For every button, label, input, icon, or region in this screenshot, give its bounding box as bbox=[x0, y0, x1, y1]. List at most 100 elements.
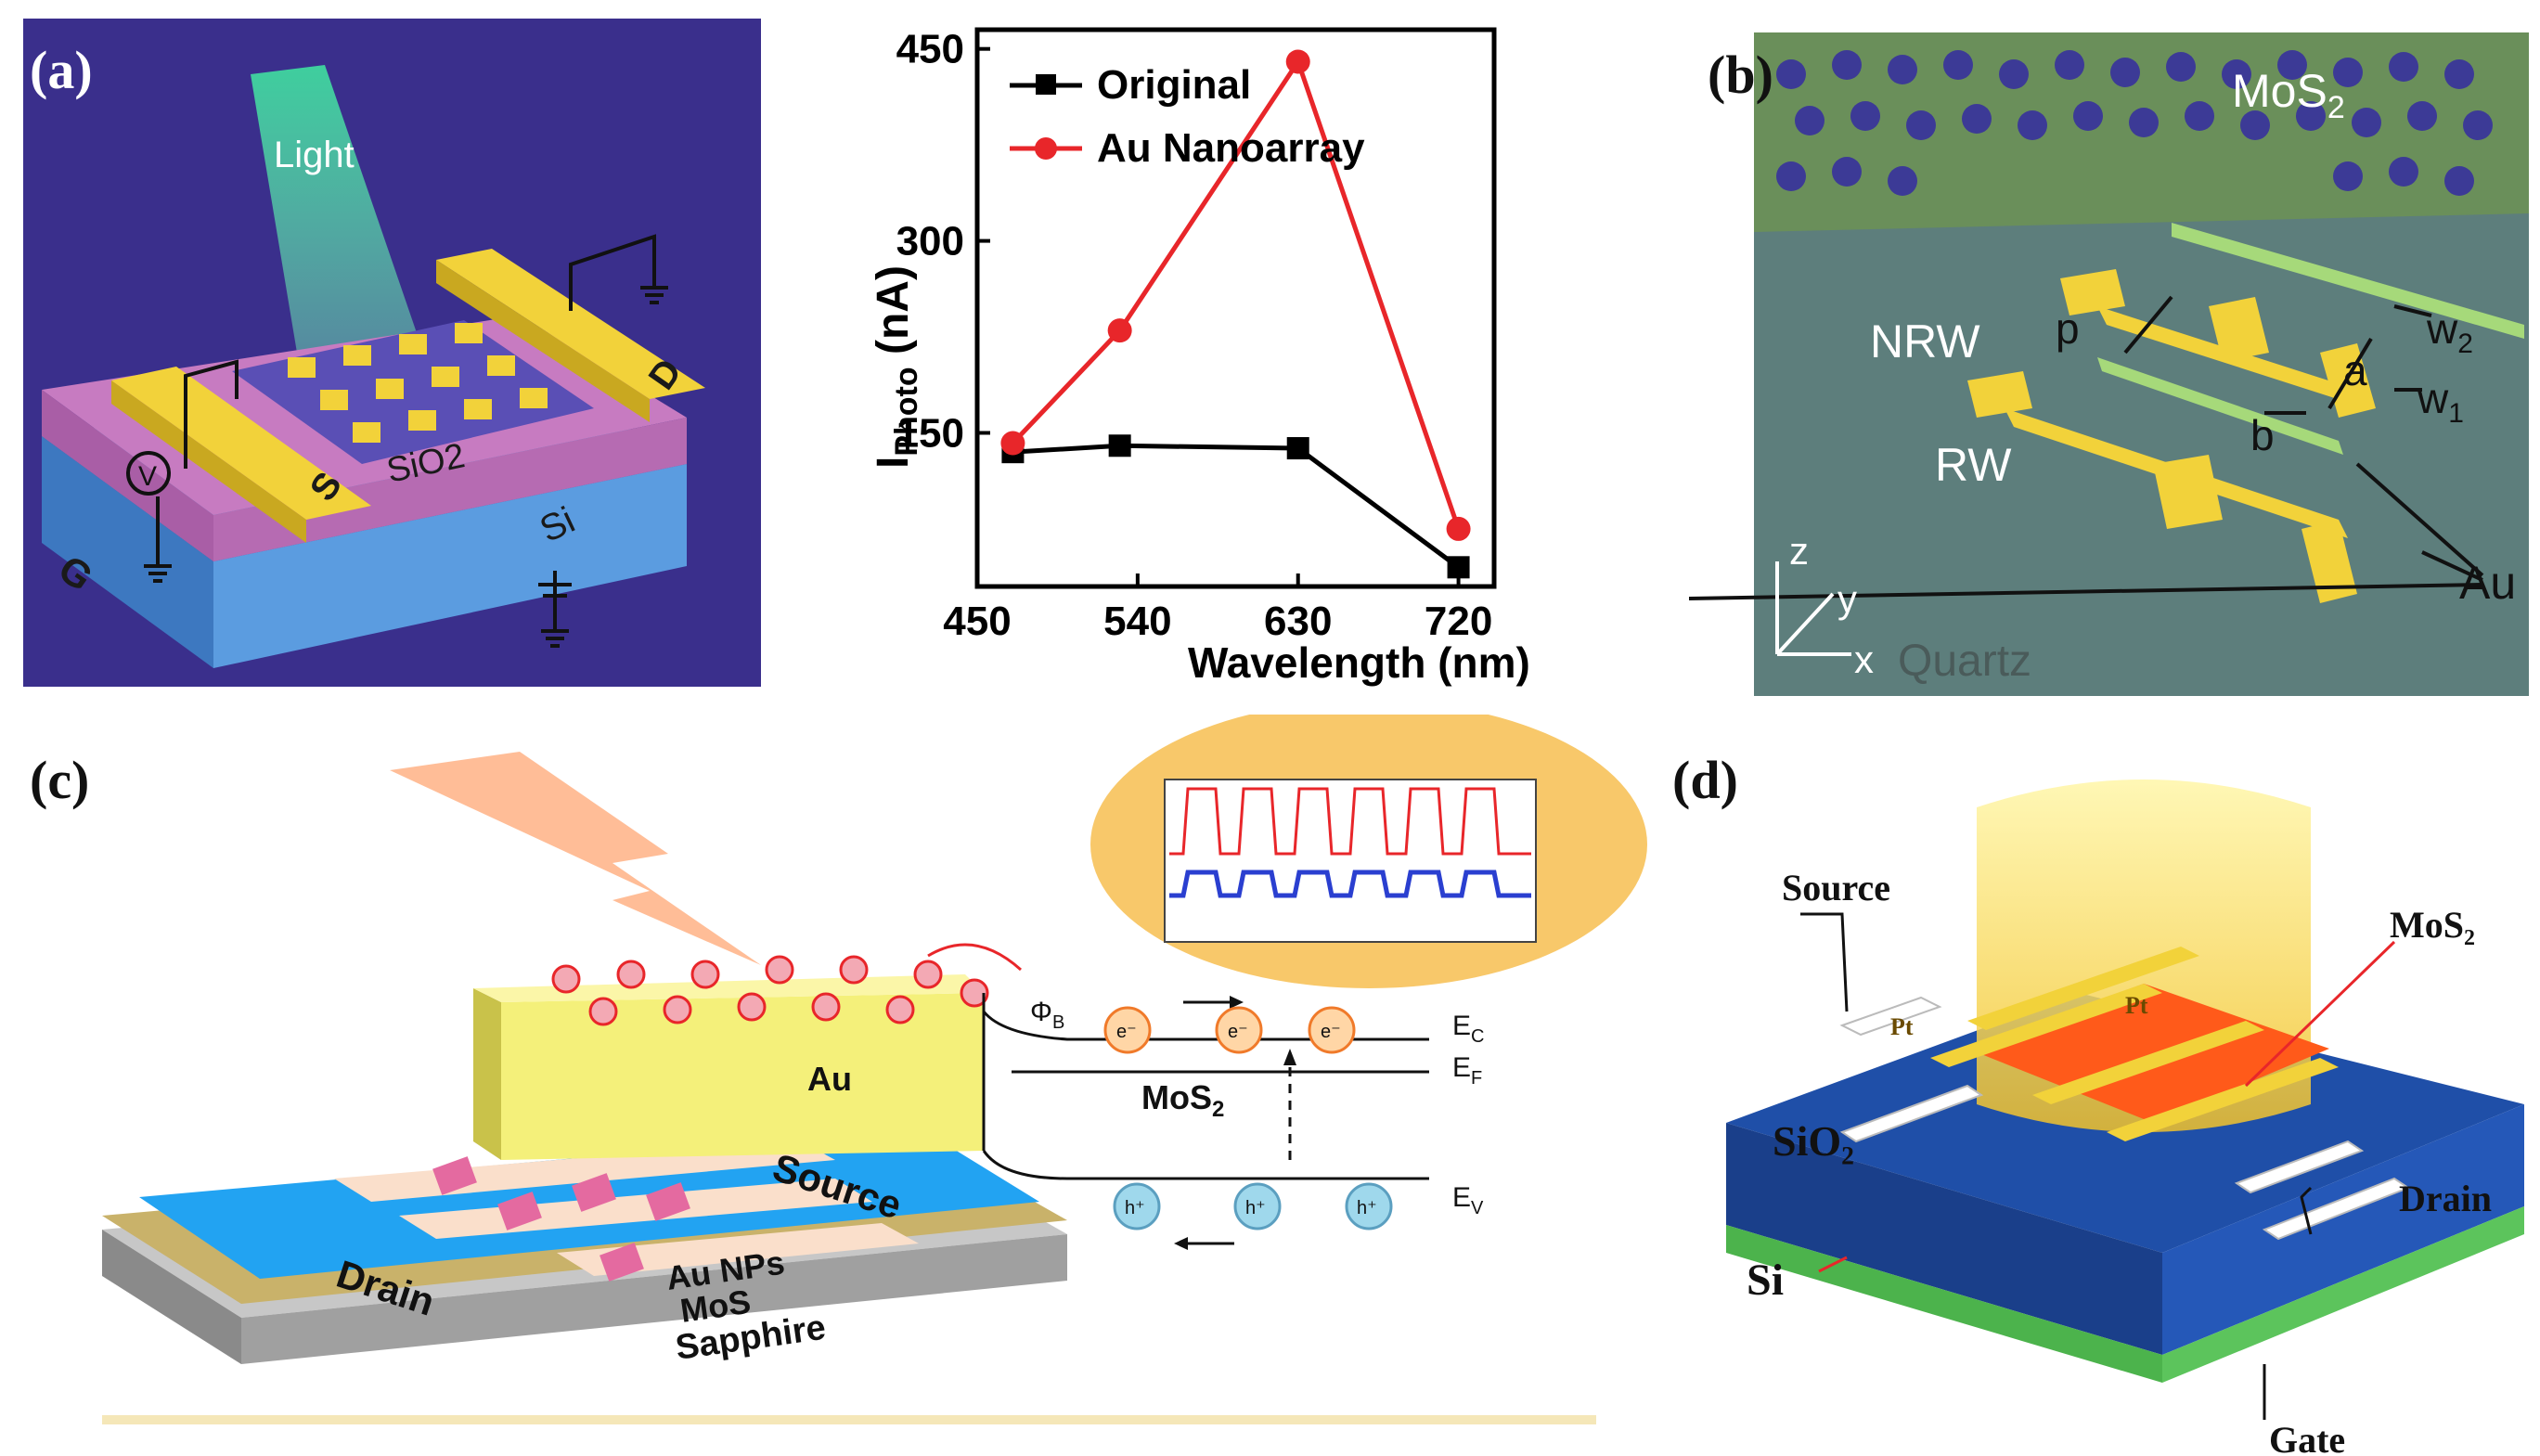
svg-text:e⁻: e⁻ bbox=[1228, 1022, 1248, 1042]
dim-w1-label: w1 bbox=[2417, 374, 2464, 429]
series-line-0 bbox=[1012, 443, 1461, 570]
svg-text:e⁻: e⁻ bbox=[1116, 1022, 1137, 1042]
panel-d: (d) Pt Pt Source MoS₂ SiO₂ Drain Si Ga bbox=[1672, 750, 2524, 1456]
chart-plot-frame bbox=[974, 27, 1497, 589]
svg-text:h⁺: h⁺ bbox=[1357, 1198, 1377, 1218]
mos2-label-b: MoS2 bbox=[2232, 65, 2345, 125]
chart-legend: Original Au Nanoarray bbox=[1010, 62, 1365, 171]
light-label: Light bbox=[274, 135, 355, 175]
axis-y-label: y bbox=[1837, 577, 1857, 621]
chart-xlabel: Wavelength (nm) bbox=[1188, 638, 1530, 687]
data-point-1-1 bbox=[1107, 318, 1132, 343]
sio2-left bbox=[1726, 1123, 2162, 1355]
drain-electrode bbox=[436, 249, 705, 399]
lightning-icon bbox=[390, 752, 761, 965]
y-tick-label: 450 bbox=[896, 27, 964, 72]
inset-plot bbox=[1164, 779, 1537, 943]
photocurrent-chart: 450 540 630 720 150 300 450 Original Au Nanoar… bbox=[869, 27, 1530, 687]
panel-c-baseline bbox=[102, 1415, 1596, 1424]
sio2-layer-front bbox=[213, 418, 687, 561]
legend-marker-original bbox=[1036, 74, 1056, 95]
quartz-label: Quartz bbox=[1898, 637, 2031, 686]
rw-label: RW bbox=[1935, 439, 2012, 491]
x-tick-label: 720 bbox=[1425, 599, 1492, 644]
panel-c: (c) Drain Source Au NPs MoS Sapphire Au bbox=[30, 715, 1647, 1424]
svg-text:h⁺: h⁺ bbox=[1125, 1198, 1145, 1218]
mos2-lattice bbox=[1776, 50, 2493, 196]
axis-x-label: x bbox=[1854, 638, 1874, 681]
green-nanowire bbox=[2097, 357, 2343, 455]
callout-lines bbox=[1800, 912, 2396, 1420]
pt-label-2: Pt bbox=[2125, 992, 2148, 1019]
band-diagram bbox=[927, 943, 1429, 1245]
contact-bars bbox=[1839, 996, 2411, 1241]
gold-nanoarray bbox=[288, 323, 548, 443]
ev-label: EV bbox=[1452, 1182, 1484, 1218]
mos2-label-d: MoS₂ bbox=[2390, 904, 2475, 946]
mos2-band-label: MoS2 bbox=[1141, 1078, 1224, 1122]
panel-a: (a) Light S D SiO2 Si G bbox=[23, 19, 761, 687]
data-point-0-3 bbox=[1447, 556, 1470, 579]
axis-z-label: z bbox=[1789, 529, 1809, 573]
data-point-1-2 bbox=[1285, 49, 1310, 74]
ef-label: EF bbox=[1452, 1052, 1482, 1089]
axis-triad-icon bbox=[1775, 561, 1851, 656]
data-point-1-0 bbox=[1000, 431, 1025, 456]
schottky-barrier-label: ΦB bbox=[1030, 997, 1064, 1033]
x-tick-label: 450 bbox=[943, 599, 1011, 644]
panel-b-label: (b) bbox=[1708, 45, 1773, 105]
source-electrode bbox=[111, 367, 371, 520]
dim-p-label: p bbox=[2056, 304, 2080, 353]
pt-label-1: Pt bbox=[1890, 1013, 1914, 1040]
x-tick-label: 630 bbox=[1264, 599, 1332, 644]
electrons-on-au bbox=[551, 955, 989, 1026]
holes-in-mos2: h⁺ h⁺ h⁺ bbox=[1113, 1182, 1393, 1231]
series-line-1 bbox=[1011, 56, 1461, 530]
inset-blue-trace bbox=[1169, 870, 1531, 898]
circuit-wires bbox=[144, 234, 668, 648]
nrw-label: NRW bbox=[1870, 316, 1980, 367]
data-point-1-3 bbox=[1446, 516, 1471, 541]
dim-b-label: b bbox=[2250, 411, 2275, 459]
panel-d-label: (d) bbox=[1672, 750, 1738, 810]
x-tick-label: 540 bbox=[1103, 599, 1171, 644]
panel-b: (b) MoS2 NRW RW p a b w2 w1 Au z y x Qua… bbox=[1689, 32, 2529, 696]
chart-ticks: 450 540 630 720 150 300 450 bbox=[896, 27, 1493, 644]
inset-red-trace bbox=[1169, 787, 1531, 856]
au-label-b: Au bbox=[2459, 557, 2516, 609]
source-label-d: Source bbox=[1782, 867, 1890, 908]
legend-label-au: Au Nanoarray bbox=[1097, 125, 1365, 171]
panel-c-label: (c) bbox=[30, 750, 89, 810]
pt-electrodes bbox=[1930, 947, 2339, 1141]
y-tick-label: 300 bbox=[896, 219, 964, 264]
si-layer-front-d bbox=[2162, 1206, 2524, 1383]
panel-a-label: (a) bbox=[30, 40, 93, 100]
voltmeter-icon bbox=[126, 451, 171, 496]
data-point-0-2 bbox=[1286, 437, 1309, 460]
sio2-label-d: SiO₂ bbox=[1773, 1117, 1854, 1165]
voltmeter-label: V bbox=[138, 461, 157, 492]
ec-label: EC bbox=[1452, 1011, 1484, 1047]
annotation-arrows bbox=[1689, 295, 2484, 600]
chart-ylabel-sub: Photo bbox=[889, 367, 924, 456]
y-tick-label: 150 bbox=[896, 410, 964, 456]
legend-label-original: Original bbox=[1097, 62, 1251, 108]
legend-marker-au bbox=[1035, 137, 1057, 160]
light-beam bbox=[251, 65, 436, 408]
sio2-front bbox=[2162, 1104, 2524, 1355]
au-nanoparticles bbox=[432, 1156, 690, 1282]
data-point-0-1 bbox=[1108, 434, 1131, 457]
chart-series bbox=[1000, 49, 1471, 579]
au-block-front bbox=[501, 993, 984, 1160]
au-block-label: Au bbox=[807, 1060, 852, 1098]
svg-text:h⁺: h⁺ bbox=[1245, 1198, 1266, 1218]
sapphire-front bbox=[241, 1234, 1067, 1364]
si-layer-front bbox=[213, 464, 687, 668]
si-label-d: Si bbox=[1747, 1256, 1784, 1305]
dim-w2-label: w2 bbox=[2426, 304, 2473, 359]
gate-label-d: Gate bbox=[2269, 1419, 2345, 1456]
si-layer-left bbox=[42, 436, 213, 668]
svg-text:e⁻: e⁻ bbox=[1321, 1022, 1341, 1042]
chart-ylabel: IPhoto (nA) bbox=[869, 265, 924, 469]
drain-label-d: Drain bbox=[2399, 1178, 2492, 1219]
